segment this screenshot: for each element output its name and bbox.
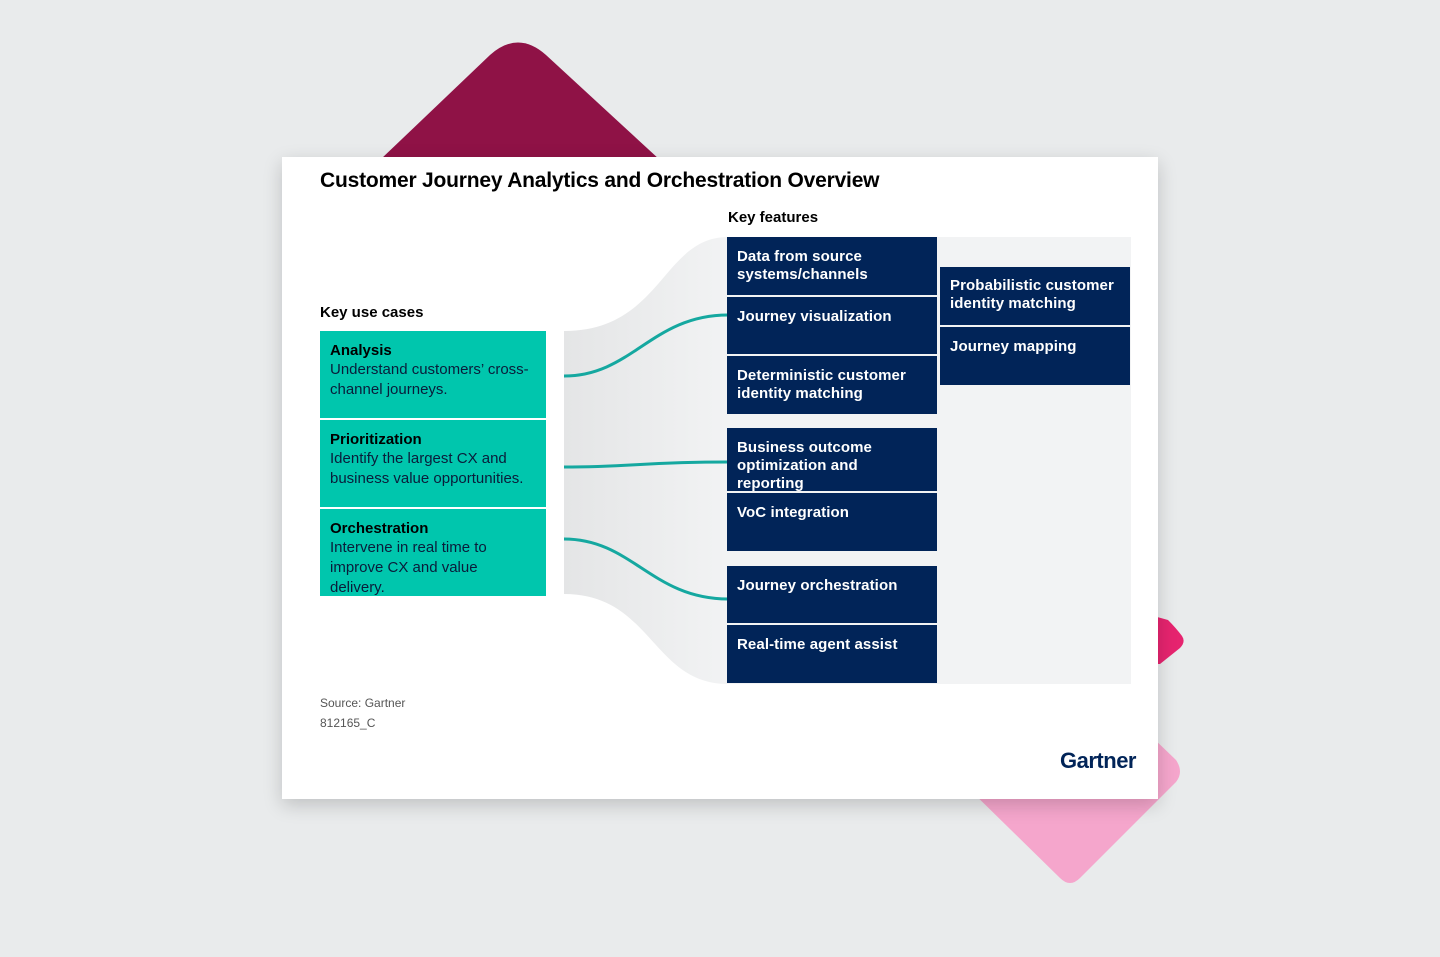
diagram-title: Customer Journey Analytics and Orchestra… — [320, 169, 880, 192]
source-note: Source: Gartner — [320, 696, 406, 710]
use-case-title: Prioritization — [330, 431, 422, 448]
use-case-description: Intervene in real time to improve CX and… — [330, 539, 487, 596]
features-heading: Key features — [728, 209, 819, 226]
gartner-logo: Gartner — [1060, 748, 1136, 773]
feature-probabilistic-matching: Probabilistic customer identity matching — [940, 267, 1130, 325]
feature-real-time-agent-assist: Real-time agent assist — [727, 625, 937, 683]
use-cases-heading: Key use cases — [320, 304, 424, 321]
use-case-prioritization: Prioritization Identify the largest CX a… — [320, 420, 546, 507]
figure-code: 812165_C — [320, 716, 376, 730]
maroon-diamond-shape — [380, 42, 660, 160]
feature-voc-integration: VoC integration — [727, 493, 937, 551]
feature-data-from-source: Data from source systems/channels — [727, 237, 937, 295]
flow-connector — [563, 237, 729, 684]
feature-journey-mapping: Journey mapping — [940, 327, 1130, 385]
use-case-title: Orchestration — [330, 520, 429, 537]
feature-deterministic-matching: Deterministic customer identity matching — [727, 356, 937, 414]
use-case-orchestration: Orchestration Intervene in real time to … — [320, 509, 546, 596]
funnel-shape — [564, 237, 728, 684]
feature-business-outcome: Business outcome optimization and report… — [727, 428, 937, 492]
pink-diamond-shape — [1150, 615, 1184, 664]
connector-line-orchestration — [563, 537, 729, 601]
connector-line-analysis — [563, 313, 729, 378]
feature-journey-visualization: Journey visualization — [727, 297, 937, 354]
use-case-analysis: Analysis Understand customers’ cross-cha… — [320, 331, 546, 418]
use-case-description: Identify the largest CX and business val… — [330, 450, 524, 487]
use-case-title: Analysis — [330, 342, 392, 359]
feature-journey-orchestration: Journey orchestration — [727, 566, 937, 623]
diagram-card: Customer Journey Analytics and Orchestra… — [282, 157, 1158, 799]
use-case-description: Understand customers’ cross-channel jour… — [330, 361, 529, 398]
connector-line-prioritization — [563, 460, 729, 469]
